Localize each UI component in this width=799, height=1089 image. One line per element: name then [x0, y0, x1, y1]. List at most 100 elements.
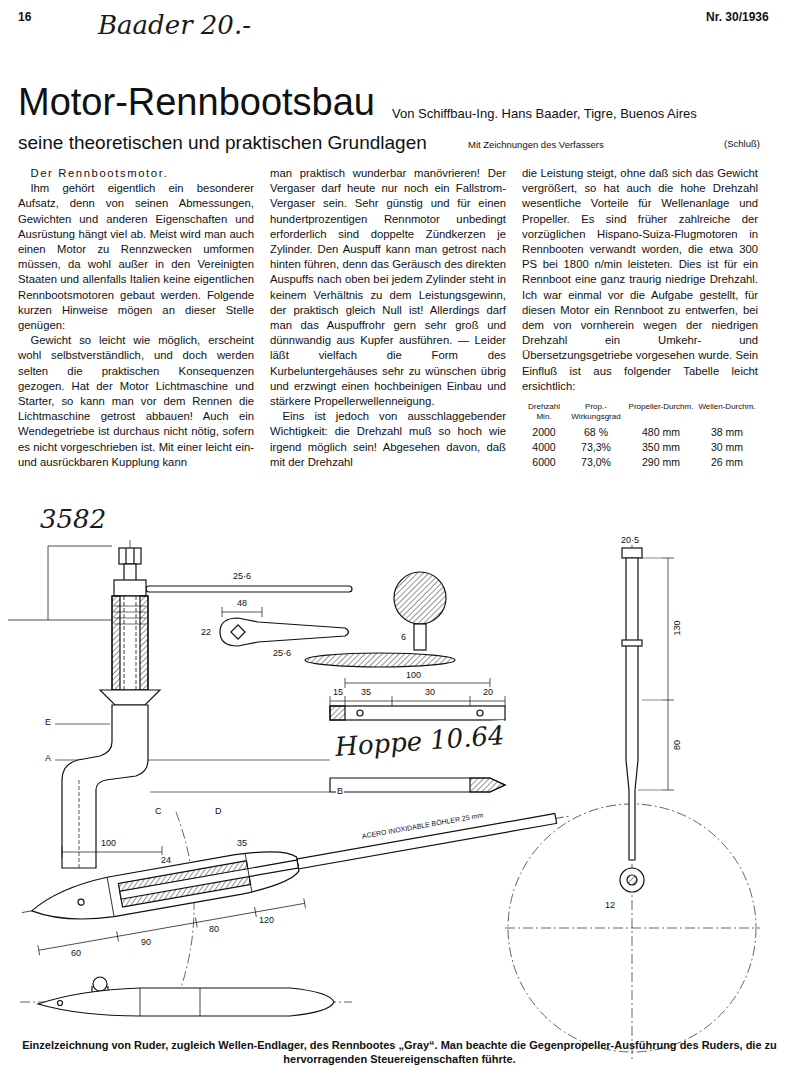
body-paragraph: Gewicht so leicht wie möglich, erscheint… [18, 333, 254, 470]
article-title: Motor-Rennbootsbau [18, 82, 375, 124]
data-table: Drehzahl Min.Prop.-WirkungsgradPropeller… [522, 402, 758, 469]
rudder-pin [330, 706, 505, 792]
rudder-stock [124, 564, 136, 582]
table-cell: 38 mm [696, 426, 758, 439]
dimension-label: 20·5 [620, 535, 640, 545]
plan-view-bearing [38, 988, 334, 1016]
section-letter: E [44, 717, 52, 727]
dimension-label: 120 [258, 915, 275, 925]
shaft-end-bearing [120, 860, 299, 899]
dimension-label: 35 [360, 687, 372, 697]
tiller-key [231, 625, 245, 639]
dimension-label: 20 [482, 687, 494, 697]
dimension-line [330, 696, 505, 706]
dimension-line [62, 558, 674, 858]
rudder-bolt [622, 640, 642, 646]
table-cell: 2000 [522, 426, 566, 439]
center-line [20, 540, 760, 1062]
dimension-label: 6 [400, 632, 407, 642]
rudder-stock [100, 690, 160, 705]
rudder-pin [470, 778, 505, 792]
table-cell: 73,0% [566, 456, 626, 469]
dimension-label: 30 [424, 687, 436, 697]
dimension-label: 60 [70, 948, 82, 958]
hull-outline [8, 546, 112, 620]
section-letter: D [214, 806, 223, 816]
table-cell: 4000 [522, 441, 566, 454]
rudder-stock [146, 586, 352, 592]
text-column: Der Rennbootsmotor.Ihm gehört eigentlich… [18, 166, 254, 470]
rudder-pin [330, 706, 505, 720]
rudder-gooseneck [62, 705, 148, 868]
rudder-bolt [620, 548, 644, 892]
continuation-note: (Schluß) [724, 138, 760, 149]
rudder-pin [477, 710, 483, 716]
table-cell: 480 mm [626, 426, 696, 439]
section-drawing [305, 572, 455, 667]
rudder-bolt [626, 558, 638, 860]
section-line [55, 724, 110, 725]
body-paragraph: Eins ist jedoch von ausschlaggebender Wi… [270, 409, 506, 470]
dimension-label: 80 [208, 924, 220, 934]
table-header: Propeller-Durchm. [626, 402, 696, 424]
section-letter: B [336, 786, 344, 796]
rudder-stock [112, 596, 148, 690]
hull-outline [48, 546, 49, 620]
author-line: Von Schiffbau-Ing. Hans Baader, Tigre, B… [392, 106, 697, 121]
center-line [505, 928, 760, 929]
table-header: Prop.-Wirkungsgrad [566, 402, 626, 424]
dimension-label: 100 [100, 838, 117, 848]
body-paragraph: man praktisch wunderbar manövrieren! Der… [270, 166, 506, 409]
rudder-stock [114, 580, 146, 596]
subtitle-note: Mit Zeichnungen des Verfassers [468, 139, 604, 150]
tiller-key [220, 618, 349, 646]
tiller-key [220, 618, 349, 646]
table-cell: 30 mm [696, 441, 758, 454]
section-drawing [394, 572, 446, 624]
table-header: Wellen-Durchm. [696, 402, 758, 424]
subtitle: seine theoretischen und praktischen Grun… [18, 132, 427, 154]
dimension-label: 48 [236, 598, 248, 608]
rudder-gooseneck [79, 780, 80, 868]
table-cell: 6000 [522, 456, 566, 469]
rudder-stock [126, 548, 134, 564]
hull-outline [48, 546, 112, 547]
dimension-line [638, 558, 662, 790]
shaft-end-bearing [38, 898, 306, 955]
hull-outline [8, 620, 112, 621]
body-paragraph: Ihm gehört eigentlich ein besonderer Auf… [18, 181, 254, 333]
section-drawing [414, 624, 426, 650]
plan-view-bearing [140, 988, 200, 1016]
dimension-label: 90 [140, 937, 152, 947]
rudder-stock [140, 596, 148, 690]
rudder-pin [330, 778, 505, 792]
shaft-end-bearing [107, 853, 252, 917]
section-drawing [305, 653, 455, 667]
dimension-line [662, 558, 674, 790]
dimension-label: 22 [200, 627, 212, 637]
page-number: 16 [18, 10, 31, 24]
rudder-stock [100, 548, 352, 705]
dimension-label: 15 [332, 687, 344, 697]
dimension-label: 35 [236, 838, 248, 848]
section-letter: A [44, 753, 52, 763]
dimension-label: 25·6 [272, 648, 292, 658]
rudder-gooseneck [62, 705, 148, 868]
dimension-label: 100 [405, 670, 422, 680]
table-cell: 290 mm [626, 456, 696, 469]
handwritten-number: 3582 [40, 504, 106, 534]
table-cell: 68 % [566, 426, 626, 439]
section-letter: C [154, 806, 163, 816]
section-line [150, 792, 330, 793]
rudder-stock [112, 596, 120, 690]
table-cell: 350 mm [626, 441, 696, 454]
handwritten-signature: Hoppe 10.64 [334, 720, 505, 762]
figure-caption: Einzelzeichnung von Ruder, zugleich Well… [18, 1038, 781, 1066]
rudder-bolt [622, 548, 642, 558]
table-cell: 26 mm [696, 456, 758, 469]
body-paragraph: die Leistung steigt, ohne daß sich das G… [522, 166, 758, 394]
dimension-label: 24 [160, 855, 172, 865]
plan-view-bearing [93, 977, 107, 991]
rudder-stock [124, 596, 136, 690]
